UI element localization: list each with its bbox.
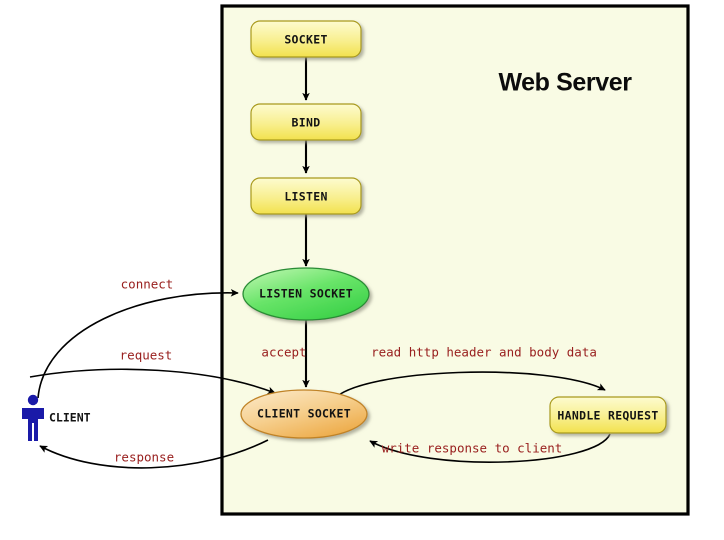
edge-labels-group: connect accept request response read htt… <box>114 277 597 465</box>
arrow-read-request <box>332 371 606 401</box>
node-bind-label: BIND <box>292 116 321 130</box>
node-handle-request-label: HANDLE REQUEST <box>557 409 658 423</box>
node-handle-request[interactable]: HANDLE REQUEST <box>549 396 667 434</box>
client-server-arrows-group <box>29 288 276 469</box>
socket-handler-arrows-group <box>332 371 611 463</box>
node-listen-socket-shape[interactable] <box>242 267 370 321</box>
node-listen-socket[interactable]: LISTEN SOCKET <box>242 267 370 321</box>
person-body <box>22 408 44 441</box>
arrow-connect <box>37 288 239 399</box>
node-socket-shape[interactable] <box>250 20 362 58</box>
node-listen[interactable]: LISTEN <box>250 177 362 215</box>
node-listen-socket-label: LISTEN SOCKET <box>259 287 353 301</box>
node-listen-label: LISTEN <box>284 190 327 204</box>
node-bind-shape[interactable] <box>250 103 362 141</box>
client-actor[interactable]: CLIENT <box>22 394 91 441</box>
edge-label-write: write response to client <box>382 441 563 456</box>
node-listen-shape[interactable] <box>250 177 362 215</box>
arrow-request <box>29 368 276 394</box>
node-client-socket-label: CLIENT SOCKET <box>257 407 351 421</box>
person-head <box>27 394 39 406</box>
edge-label-accept: accept <box>261 345 306 360</box>
panel-title: Web Server <box>498 69 632 97</box>
arrow-write-response <box>369 433 611 463</box>
node-socket[interactable]: SOCKET <box>250 20 362 58</box>
edge-label-read: read http header and body data <box>371 345 597 360</box>
edge-label-connect: connect <box>121 277 174 292</box>
edge-label-request: request <box>120 348 173 363</box>
edge-label-response: response <box>114 450 174 465</box>
node-bind[interactable]: BIND <box>250 103 362 141</box>
node-handle-request-shape[interactable] <box>549 396 667 434</box>
person-icon <box>22 394 44 441</box>
node-socket-label: SOCKET <box>284 33 327 47</box>
client-actor-label: CLIENT <box>49 411 91 425</box>
node-client-socket-shape[interactable] <box>240 389 368 439</box>
node-client-socket[interactable]: CLIENT SOCKET <box>240 389 368 439</box>
arrow-response <box>39 439 269 469</box>
